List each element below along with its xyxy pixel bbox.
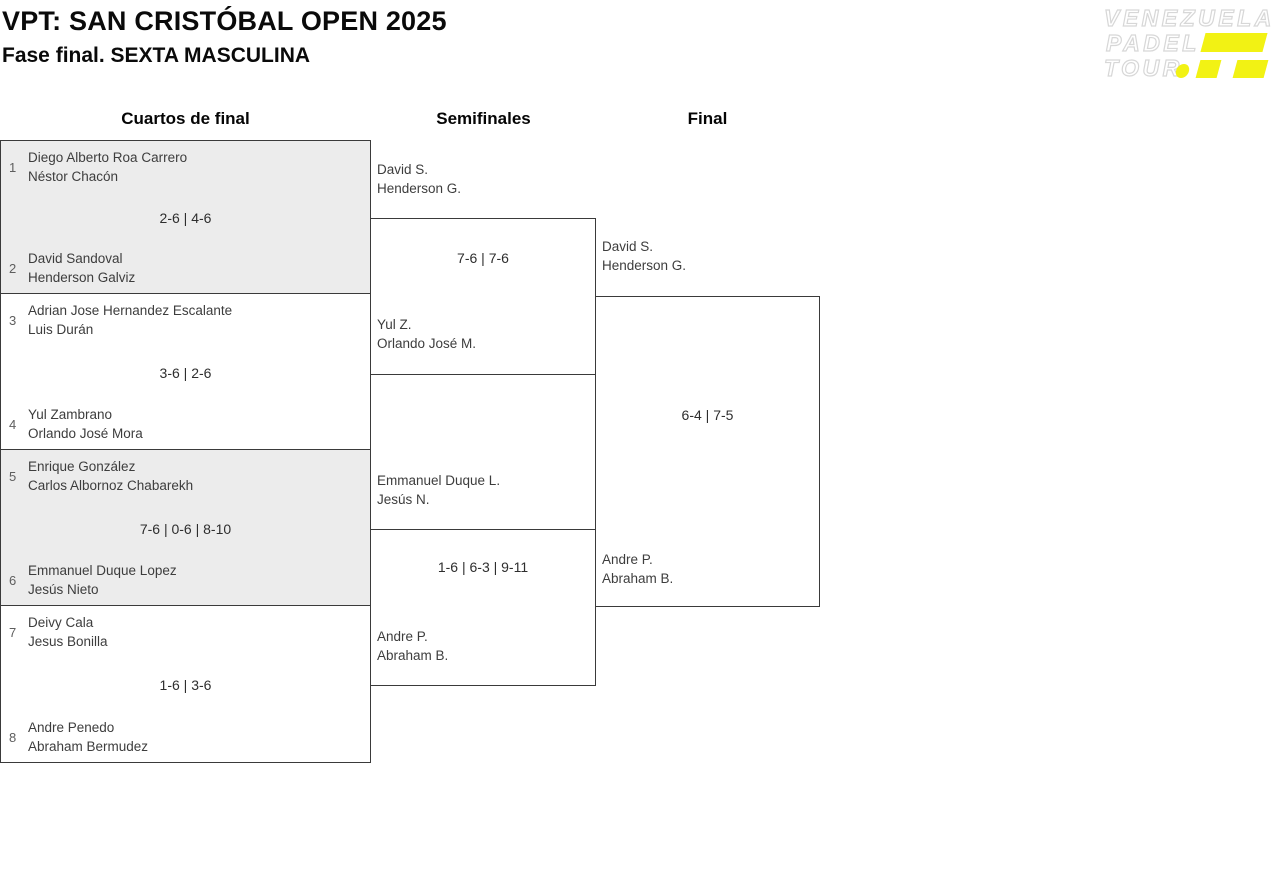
player-names: Yul Zambrano Orlando José Mora (28, 407, 143, 441)
match-score: 1-6 | 3-6 (159, 677, 212, 693)
seed-number: 2 (9, 260, 17, 276)
qf-match-4: 7 Deivy Cala Jesus Bonilla 1-6 | 3-6 8 A… (0, 605, 371, 763)
player-names: David Sandoval Henderson Galviz (28, 251, 136, 285)
team-entry: 1 Diego Alberto Roa Carrero Néstor Chacó… (9, 149, 362, 186)
logo-court-top-bar-icon (1200, 33, 1268, 52)
seed-number: 5 (9, 468, 17, 484)
column-header-final: Final (687, 109, 728, 128)
sf1-top-team: David S. Henderson G. (377, 162, 462, 196)
player-names: Adrian Jose Hernandez Escalante Luis Dur… (28, 303, 233, 337)
qf-match-1: 1 Diego Alberto Roa Carrero Néstor Chacó… (0, 140, 371, 294)
column-header-semifinals: Semifinales (436, 109, 531, 128)
player-names: Diego Alberto Roa Carrero Néstor Chacón (28, 150, 188, 184)
sf2-bottom-team: Andre P. Abraham B. (377, 629, 449, 663)
team-entry: 8 Andre Penedo Abraham Bermudez (9, 719, 362, 756)
sf1-score: 7-6 | 7-6 (457, 250, 509, 266)
team-entry: 5 Enrique González Carlos Albornoz Chaba… (9, 458, 362, 495)
logo-text-line3: TOUR (1103, 55, 1183, 81)
page-title: VPT: SAN CRISTÓBAL OPEN 2025 (2, 6, 447, 36)
seed-number: 3 (9, 312, 17, 328)
player-names: Enrique González Carlos Albornoz Chabare… (28, 459, 194, 493)
player-names: Andre Penedo Abraham Bermudez (28, 720, 149, 754)
match-score: 3-6 | 2-6 (159, 364, 212, 381)
sf2-score: 1-6 | 6-3 | 9-11 (437, 559, 529, 575)
team-entry: 3 Adrian Jose Hernandez Escalante Luis D… (9, 302, 362, 339)
qf-match-3: 5 Enrique González Carlos Albornoz Chaba… (0, 449, 371, 606)
sf2-top-team: Emmanuel Duque L. Jesús N. (377, 473, 501, 507)
logo-text-line1: VENEZUELA (1103, 5, 1275, 31)
seed-number: 4 (9, 416, 17, 432)
column-header-quarterfinals: Cuartos de final (121, 109, 250, 128)
page-subtitle: Fase final. SEXTA MASCULINA (2, 44, 311, 67)
team-entry: 2 David Sandoval Henderson Galviz (9, 250, 362, 287)
match-score: 2-6 | 4-6 (159, 210, 212, 226)
match-score: 7-6 | 0-6 | 8-10 (139, 520, 232, 537)
seed-number: 8 (9, 729, 17, 745)
qf-match-2: 3 Adrian Jose Hernandez Escalante Luis D… (0, 293, 371, 450)
final-bottom-team: Andre P. Abraham B. (602, 552, 674, 586)
team-entry: 6 Emmanuel Duque Lopez Jesús Nieto (9, 562, 362, 599)
logo-text-line2: PADEL (1105, 30, 1200, 56)
final-score: 6-4 | 7-5 (681, 407, 734, 423)
seed-number: 1 (9, 159, 17, 175)
seed-number: 6 (9, 572, 17, 588)
team-entry: 4 Yul Zambrano Orlando José Mora (9, 406, 362, 443)
sf-match-2-box (370, 529, 596, 686)
team-entry: 7 Deivy Cala Jesus Bonilla (9, 614, 362, 651)
sf1-bottom-team: Yul Z. Orlando José M. (377, 317, 477, 351)
player-names: Deivy Cala Jesus Bonilla (28, 615, 108, 649)
seed-number: 7 (9, 624, 17, 640)
final-top-team: David S. Henderson G. (602, 239, 687, 273)
player-names: Emmanuel Duque Lopez Jesús Nieto (28, 563, 177, 597)
logo-court-right-icon (1232, 60, 1269, 78)
venezuela-padel-tour-logo: VENEZUELA PADEL TOUR (1103, 4, 1280, 86)
logo-court-left-icon (1195, 60, 1222, 78)
final-match-box (595, 296, 820, 607)
